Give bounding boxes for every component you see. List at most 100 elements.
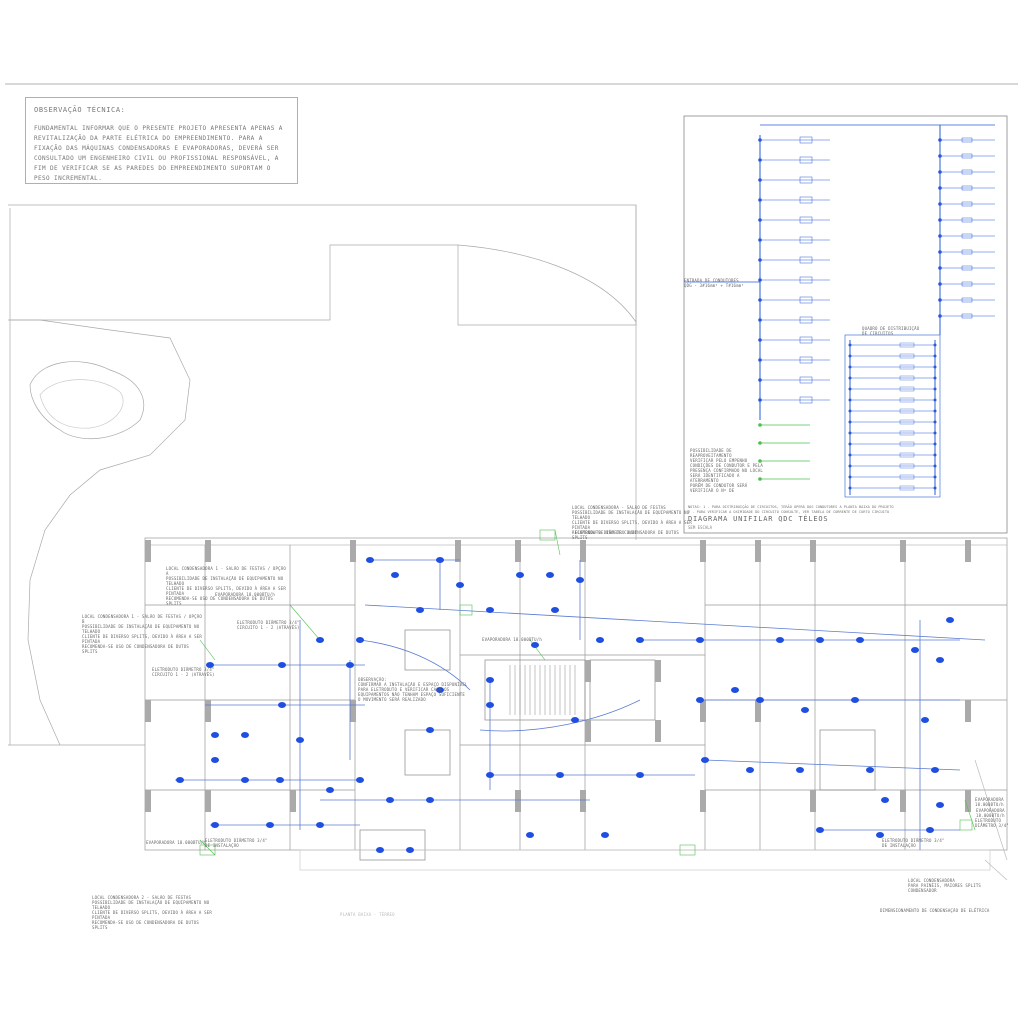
column-block xyxy=(585,720,591,742)
device-symbol xyxy=(356,777,364,783)
device-symbol xyxy=(911,647,919,653)
column-block xyxy=(205,790,211,812)
label-evaporadora-5: EVAPORADORA 18.000BTU/h xyxy=(976,808,1005,818)
device-symbol xyxy=(316,822,324,828)
column-block xyxy=(585,660,591,682)
breaker-symbol xyxy=(799,216,813,224)
junction-dot xyxy=(848,376,852,380)
junction-dot xyxy=(938,202,942,206)
technical-note-body: FUNDAMENTAL INFORMAR QUE O PRESENTE PROJ… xyxy=(34,125,283,182)
device-symbol xyxy=(571,717,579,723)
device-symbol xyxy=(866,767,874,773)
technical-note-box: OBSERVAÇÃO TÉCNICA: FUNDAMENTAL INFORMAR… xyxy=(25,97,298,184)
breaker-symbol xyxy=(899,430,915,436)
column-block xyxy=(580,540,586,562)
label-condensadora-left: LOCAL CONDENSADORA 1 - SALÃO DE FESTAS /… xyxy=(166,566,286,606)
device-symbol xyxy=(436,687,444,693)
breaker-symbol xyxy=(899,342,915,348)
label-evaporadora-1: EVAPORADORA 18.000BTU/h xyxy=(215,592,275,597)
column-block xyxy=(205,700,211,722)
device-symbol xyxy=(241,732,249,738)
breaker-symbol xyxy=(899,408,915,414)
breaker-symbol xyxy=(799,336,813,344)
device-symbol xyxy=(278,702,286,708)
junction-dot xyxy=(938,314,942,318)
junction-dot xyxy=(938,154,942,158)
column-block xyxy=(700,700,706,722)
junction-dot xyxy=(758,398,762,402)
device-symbol xyxy=(936,802,944,808)
junction-dot xyxy=(758,298,762,302)
junction-dot xyxy=(848,442,852,446)
breaker-symbol xyxy=(799,276,813,284)
structural-columns xyxy=(145,540,971,812)
junction-dot xyxy=(933,486,937,490)
device-symbol xyxy=(326,787,334,793)
junction-dot xyxy=(933,387,937,391)
breaker-symbol xyxy=(799,196,813,204)
column-block xyxy=(290,790,296,812)
label-eletroduto-4: ELETRODUTO DIÂMETRO 3/4" DE INSTALAÇÃO xyxy=(205,838,268,848)
label-condensadora-top: LOCAL CONDENSADORA - SALÃO DE FESTAS POS… xyxy=(572,505,692,540)
junction-dot xyxy=(933,376,937,380)
breaker-symbol xyxy=(961,153,973,159)
device-symbol xyxy=(921,717,929,723)
column-block xyxy=(515,790,521,812)
junction-dot xyxy=(758,158,762,162)
device-symbol xyxy=(636,772,644,778)
junction-dot xyxy=(758,378,762,382)
device-symbol xyxy=(391,572,399,578)
device-symbol xyxy=(211,757,219,763)
device-symbol xyxy=(436,557,444,563)
device-symbol xyxy=(816,827,824,833)
plan-title: PLANTA BAIXA - TÉRREO xyxy=(340,912,395,917)
junction-dot xyxy=(848,475,852,479)
junction-dot xyxy=(933,365,937,369)
column-block xyxy=(900,540,906,562)
device-symbol xyxy=(316,637,324,643)
breaker-symbol xyxy=(899,353,915,359)
device-symbol xyxy=(931,767,939,773)
junction-dot xyxy=(758,178,762,182)
label-eletroduto-5: ELETRODUTO DIÂMETRO 3/4" DE INSTALAÇÃO xyxy=(882,838,945,848)
device-symbol xyxy=(596,637,604,643)
device-symbol xyxy=(701,757,709,763)
green-wiring xyxy=(199,529,976,856)
junction-dot xyxy=(933,398,937,402)
column-block xyxy=(965,540,971,562)
junction-dot xyxy=(933,343,937,347)
junction-dot xyxy=(938,250,942,254)
column-block xyxy=(965,700,971,722)
column-block xyxy=(700,540,706,562)
electrical-devices xyxy=(176,557,954,853)
diagram-notes: NOTAS: 1 - PARA DISTRIBUIÇÃO DE CIRCUITO… xyxy=(688,505,894,514)
column-block xyxy=(755,540,761,562)
device-symbol xyxy=(176,777,184,783)
column-block xyxy=(655,660,661,682)
label-eletroduto-6: ELETRODUTO DIÂMETRO 3/4" xyxy=(975,818,1009,828)
device-symbol xyxy=(486,772,494,778)
junction-dot xyxy=(933,442,937,446)
technical-note-title: OBSERVAÇÃO TÉCNICA: xyxy=(34,106,126,114)
junction-dot xyxy=(758,238,762,242)
label-evaporadora-3: EVAPORADORA 18.000BTU/h xyxy=(975,797,1004,807)
breaker-symbol xyxy=(899,375,915,381)
breaker-symbol xyxy=(961,249,973,255)
device-symbol xyxy=(601,832,609,838)
junction-dot xyxy=(758,218,762,222)
breaker-symbol xyxy=(799,156,813,164)
device-symbol xyxy=(266,822,274,828)
junction-dot xyxy=(848,343,852,347)
column-block xyxy=(350,700,356,722)
junction-dot xyxy=(758,477,762,481)
device-symbol xyxy=(426,797,434,803)
junction-dot xyxy=(758,441,762,445)
device-symbol xyxy=(278,662,286,668)
junction-dot xyxy=(848,431,852,435)
junction-dot xyxy=(758,198,762,202)
junction-dot xyxy=(933,431,937,435)
breaker-symbol xyxy=(799,376,813,384)
junction-dot xyxy=(848,398,852,402)
column-block xyxy=(655,720,661,742)
junction-dot xyxy=(758,358,762,362)
